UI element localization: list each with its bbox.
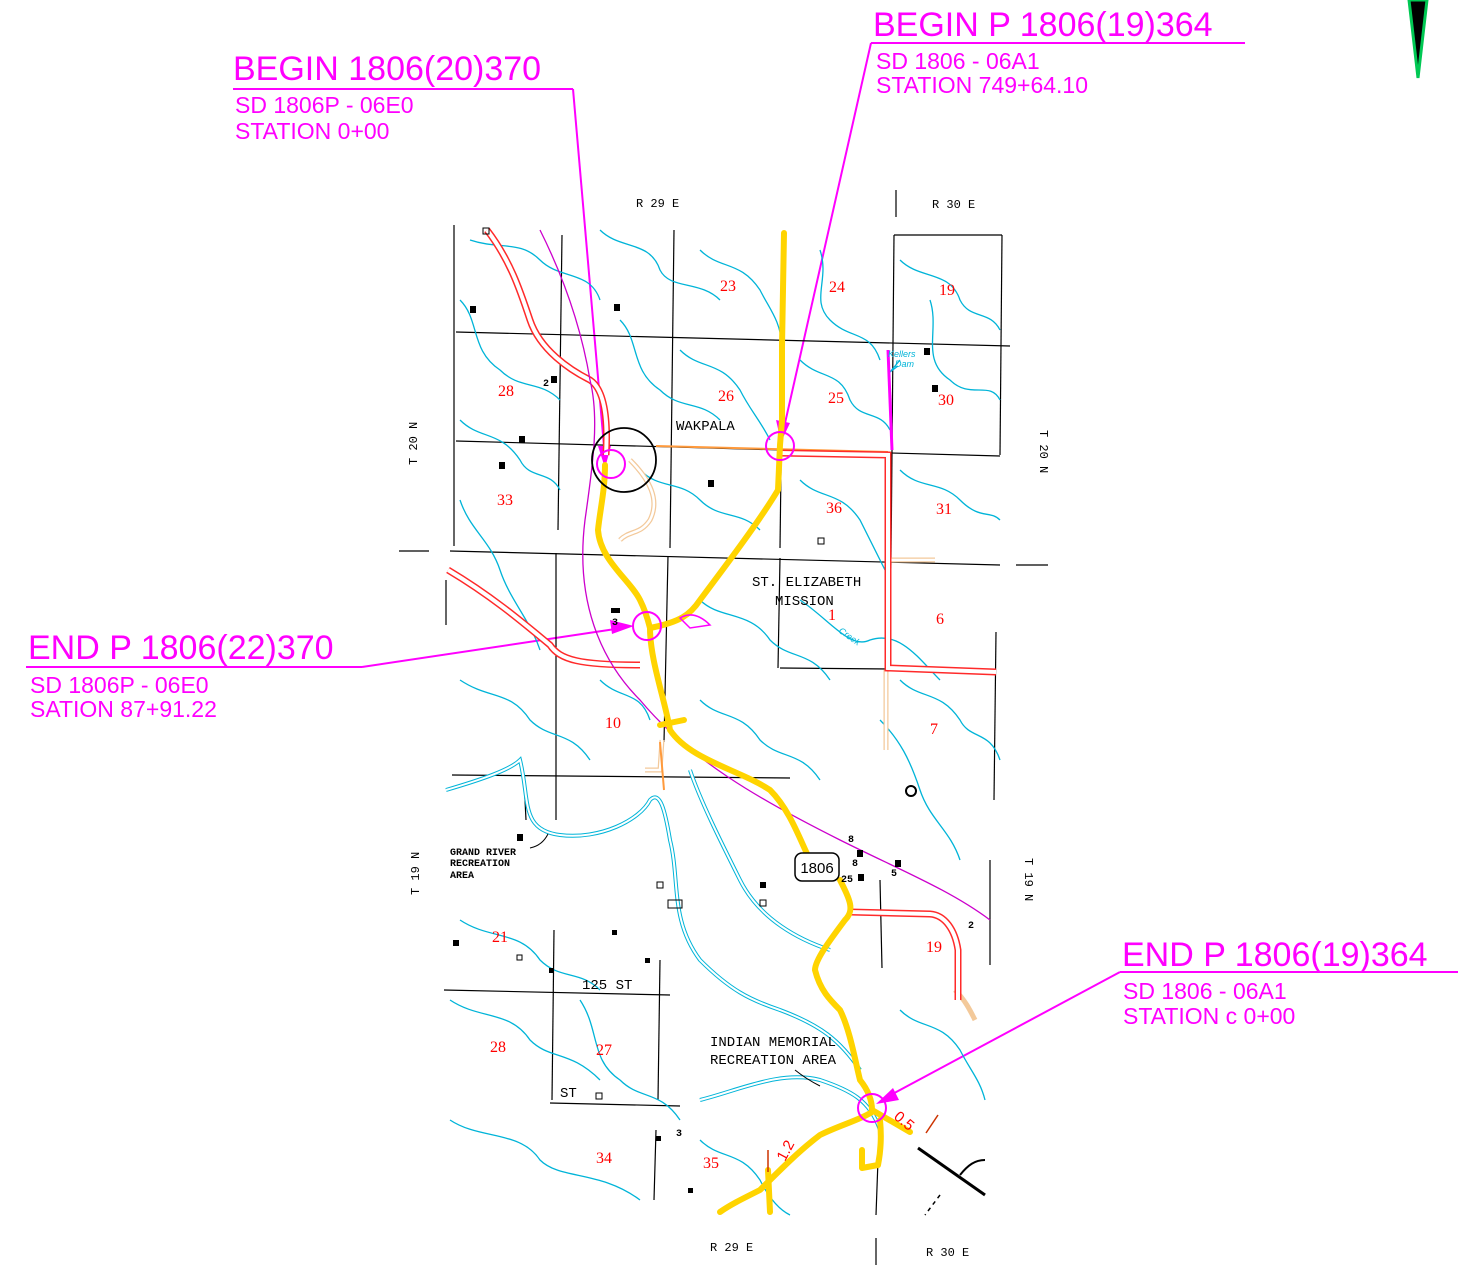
town-circle [591, 427, 657, 493]
callout-begin-20-370: BEGIN 1806(20)370 SD 1806P - 06E0 STATIO… [233, 50, 611, 468]
range-label: R 29 E [636, 197, 679, 211]
callout-leader [884, 971, 1121, 1099]
mileage-label: 0.5 [890, 1108, 917, 1134]
section-number: 10 [605, 715, 621, 732]
place-label-mission: MISSION [775, 594, 834, 610]
mileage-tick-icon [925, 1114, 939, 1134]
township-label: T 19 N [409, 852, 423, 895]
project-point-circle [765, 431, 795, 461]
callout-line1: SD 1806P - 06E0 [235, 92, 414, 118]
callout-begin-19-364: BEGIN P 1806(19)364 SD 1806 - 06A1 STATI… [776, 6, 1245, 442]
section-number: 34 [596, 1150, 612, 1167]
route-shield-1806: 1806 [794, 852, 840, 882]
interchange-shape [678, 614, 712, 629]
marker-label: 3 [612, 618, 618, 629]
range-label: R 30 E [932, 198, 975, 212]
place-label-area: AREA [450, 871, 474, 882]
place-label-grand-river: GRAND RIVER [450, 848, 516, 859]
range-label: R 29 E [710, 1241, 753, 1255]
callout-arrowhead-icon [610, 620, 634, 634]
callout-line2: SATION 87+91.22 [30, 696, 217, 722]
callout-line1: SD 1806P - 06E0 [30, 672, 209, 698]
section-number: 21 [492, 929, 508, 946]
callout-leader [782, 42, 872, 433]
grand-river [445, 756, 882, 1131]
label-pointer [794, 1069, 821, 1087]
project-point-circle [632, 611, 662, 641]
section-number: 31 [936, 501, 952, 518]
township-label: T 20 N [1036, 430, 1050, 473]
section-number: 33 [497, 492, 513, 509]
local-roads [618, 445, 978, 1022]
callout-title: BEGIN 1806(20)370 [233, 50, 541, 88]
building-markers: 2 3 3 8 8 25 5 2 [453, 227, 974, 1193]
callout-title: END P 1806(19)364 [1122, 936, 1428, 974]
water-label-dam: Dam [895, 359, 915, 369]
marker-label: 2 [968, 921, 974, 932]
callout-end-22-370: END P 1806(22)370 SD 1806P - 06E0 SATION… [26, 620, 634, 722]
section-number: 28 [498, 383, 514, 400]
marker-label: 3 [676, 1129, 682, 1140]
section-number: 19 [926, 939, 942, 956]
callout-leader [361, 627, 623, 668]
marker-label: 8 [852, 859, 858, 870]
callout-line1: SD 1806 - 06A1 [876, 48, 1040, 74]
project-point-circle [596, 449, 626, 479]
railroad [446, 227, 997, 1000]
callout-title: BEGIN P 1806(19)364 [873, 6, 1213, 44]
section-number: 19 [939, 282, 955, 299]
water-label-kellers: Kellers [888, 349, 916, 359]
marker-label: 5 [891, 869, 897, 880]
north-arrow-icon [1407, 0, 1429, 79]
section-number: 23 [720, 278, 736, 295]
section-number: 1 [828, 607, 836, 624]
callout-arrowhead-icon [876, 1088, 899, 1104]
place-label-indian-memorial: INDIAN MEMORIAL [710, 1035, 836, 1051]
route-shield-number: 1806 [800, 860, 833, 877]
street-label-st: ST [560, 1086, 577, 1102]
section-number: 30 [938, 392, 954, 409]
section-number: 6 [936, 611, 944, 628]
section-number: 36 [826, 500, 842, 517]
marker-label: 2 [543, 379, 549, 390]
township-label: T 20 N [407, 422, 421, 465]
callout-line2: STATION 749+64.10 [876, 72, 1088, 98]
township-label: T 19 N [1021, 858, 1035, 901]
street-label-125-st: 125 ST [582, 978, 632, 994]
callout-title: END P 1806(22)370 [28, 629, 334, 667]
section-number: 26 [718, 388, 734, 405]
section-number: 27 [596, 1042, 612, 1059]
place-label-recreation: RECREATION [450, 859, 510, 870]
place-label-wakpala: WAKPALA [676, 419, 735, 435]
section-number: 35 [703, 1155, 719, 1172]
section-number: 25 [828, 390, 844, 407]
range-label: R 30 E [926, 1246, 969, 1260]
section-numbers: 23 24 19 28 26 25 30 33 36 31 1 6 10 7 2… [490, 278, 955, 1172]
water-label-creek: Creek [837, 625, 863, 647]
label-pointer [529, 833, 549, 849]
place-label-st-elizabeth: ST. ELIZABETH [752, 575, 861, 591]
section-number: 24 [829, 279, 845, 296]
marker-label: 8 [848, 835, 854, 846]
marker-label: 25 [841, 875, 853, 886]
place-label-recreation-area: RECREATION AREA [710, 1053, 837, 1069]
callout-line1: SD 1806 - 06A1 [1123, 978, 1287, 1004]
dam-shoreline [917, 1146, 986, 1216]
callout-line2: STATION c 0+00 [1123, 1003, 1295, 1029]
project-point-circle [857, 1093, 887, 1123]
section-number: 28 [490, 1039, 506, 1056]
callout-line2: STATION 0+00 [235, 118, 389, 144]
section-number: 7 [930, 721, 938, 738]
callout-end-19-364: END P 1806(19)364 SD 1806 - 06A1 STATION… [876, 936, 1458, 1104]
